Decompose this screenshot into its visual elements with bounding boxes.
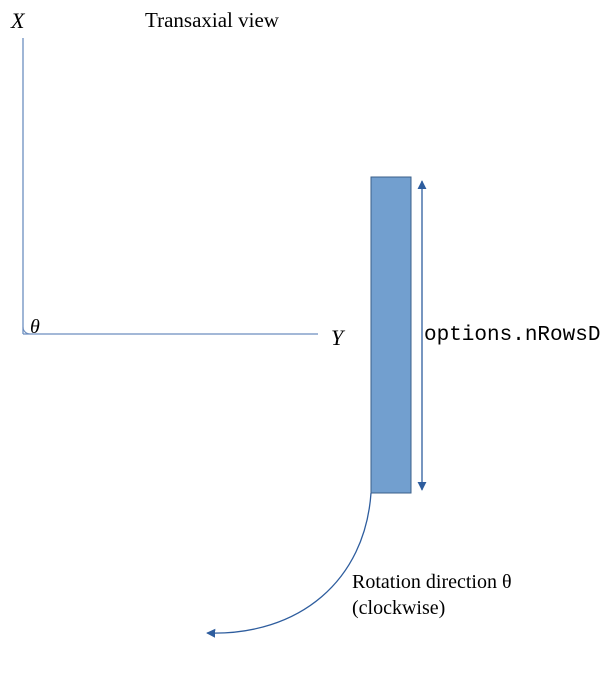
angle-arc bbox=[22, 326, 31, 335]
angle-label: θ bbox=[30, 316, 40, 338]
x-axis-label: X bbox=[10, 8, 26, 33]
dimension-label: options.nRowsD bbox=[424, 324, 600, 347]
detector-bar bbox=[370, 176, 412, 494]
rotation-caption-line1: Rotation direction θ bbox=[352, 571, 512, 593]
y-axis-label: Y bbox=[331, 325, 346, 350]
diagram-title: Transaxial view bbox=[145, 8, 280, 32]
rotation-arrow bbox=[206, 492, 372, 638]
rotation-caption-line2: (clockwise) bbox=[352, 597, 445, 619]
